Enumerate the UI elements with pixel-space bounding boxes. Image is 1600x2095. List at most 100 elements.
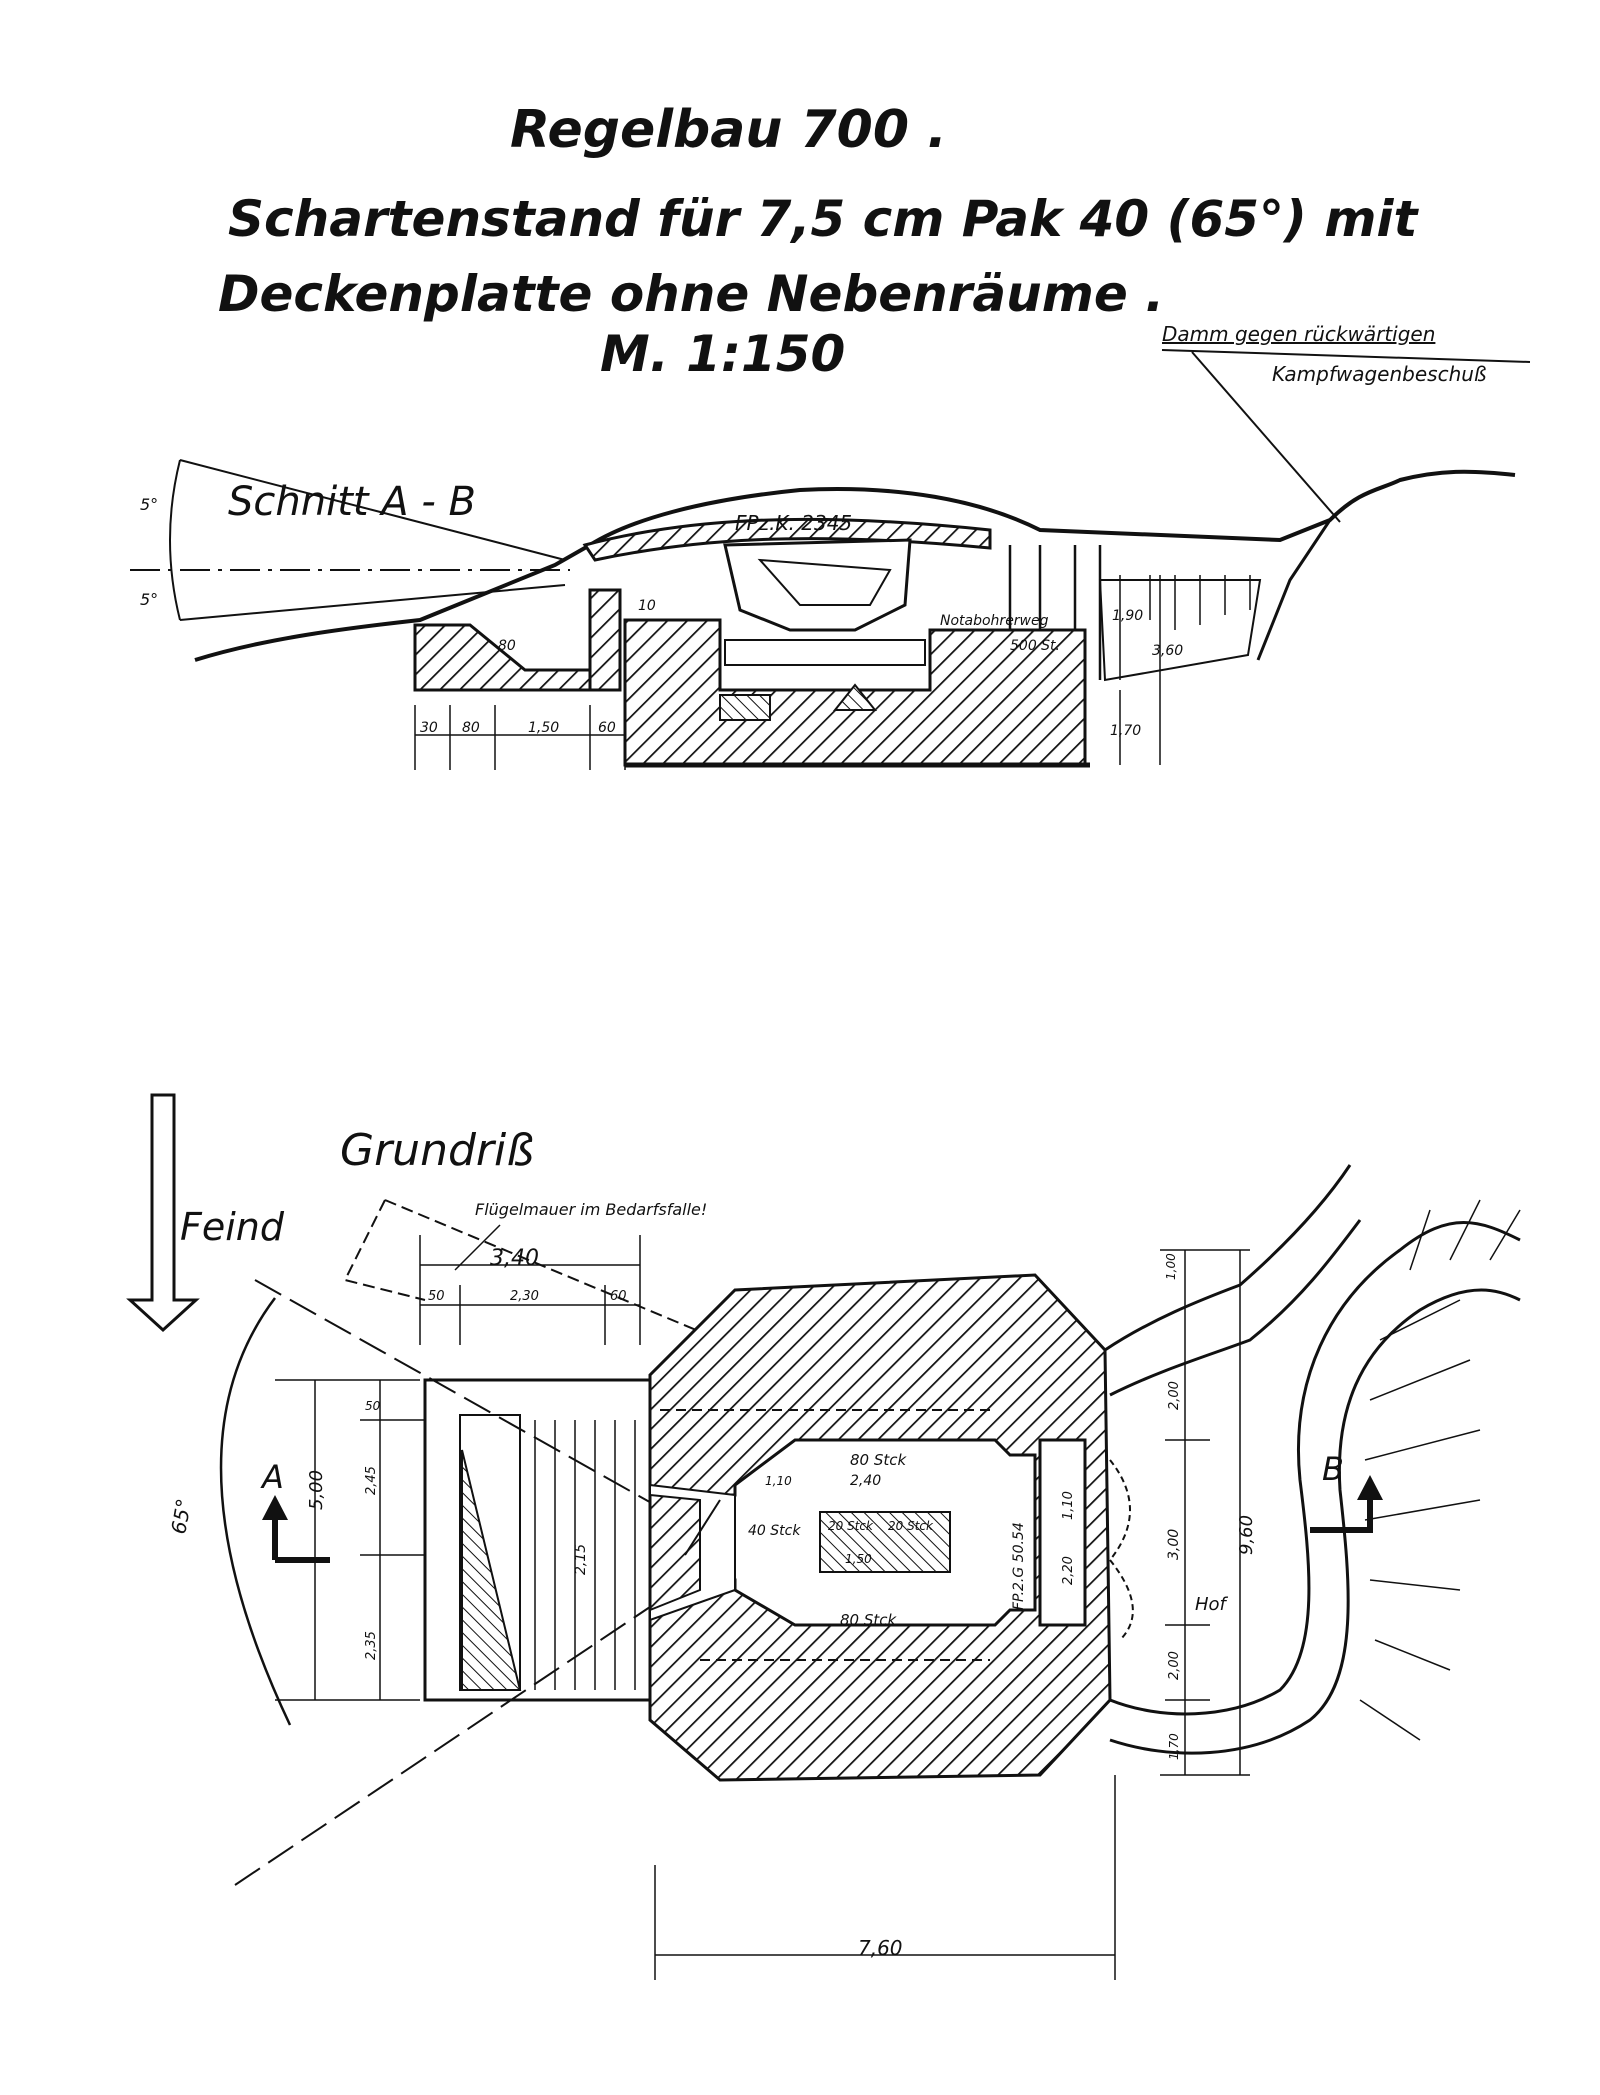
notbohr-label: Notabohrerweg [940, 613, 1049, 629]
marker-a: A [260, 1458, 284, 1496]
ammo-pile [832, 683, 878, 711]
section-dim-150: 1,50 [528, 720, 559, 736]
section-dim-360: 3,60 [1152, 643, 1183, 659]
section-dim-80b: 80 [498, 638, 516, 654]
trench-wall-outer-top [1104, 1164, 1352, 1352]
plan-dim-200-bot: 2,00 [1167, 1651, 1182, 1680]
front-foundation [413, 623, 592, 692]
door-swing-1 [1109, 1459, 1131, 1561]
stock-right: 20 Stck [828, 1519, 874, 1533]
rear-columns [1008, 545, 1102, 680]
plan-dim-50: 50 [428, 1289, 445, 1304]
embrasure-wall [588, 588, 622, 692]
plan-right-dims [1160, 1249, 1250, 1776]
plan-dim-50-left: 50 [365, 1399, 381, 1413]
note-underline [1161, 349, 1531, 363]
wing-wall-top [384, 1199, 721, 1341]
section-dimensions [414, 575, 1161, 770]
angle-top-label: 5° [140, 495, 158, 514]
fan-bottom [179, 584, 566, 621]
plan-view: Grundriß Feind 65° Flügelmauer im Bedarf… [126, 1093, 1521, 1980]
plan-dim-100: 1,00 [1164, 1253, 1178, 1280]
plan-dim-340: 3,40 [490, 1246, 539, 1271]
enemy-arrow [126, 1093, 200, 1333]
drawing-title: Regelbau 700 . [510, 100, 947, 160]
note-leader [1191, 351, 1341, 523]
section-dim-10: 10 [638, 598, 656, 614]
ammo-rack [719, 694, 771, 721]
plan-bottom-dim [654, 1775, 1116, 1980]
wing-wall-leader [454, 1224, 501, 1271]
rear-door [1038, 1438, 1087, 1627]
plan-left-dims [275, 1379, 425, 1701]
dam-note-2: Kampfwagenbeschuß [1272, 362, 1487, 386]
forecourt-slope [461, 1449, 522, 1691]
plan-dim-960: 9,60 [1236, 1515, 1257, 1555]
stock-mid: 40 Stck [748, 1523, 801, 1539]
plan-dim-200-top: 2,00 [1167, 1381, 1182, 1410]
drawing-scale: M. 1:150 [600, 325, 846, 383]
fan-top [179, 459, 566, 561]
section-dim-170: 1,70 [1110, 723, 1141, 739]
section-dim-60: 60 [598, 720, 616, 736]
door-dim-a: 1,10 [1061, 1491, 1076, 1520]
section-dim-80: 80 [462, 720, 480, 736]
trench-wall-inner-top [1109, 1219, 1362, 1397]
plan-top-dims [419, 1235, 641, 1345]
plan-dim-500: 5,00 [306, 1470, 327, 1510]
gun-barrel-housing [757, 558, 892, 606]
wing-wall-side [343, 1199, 426, 1301]
section-label: Schnitt A - B [228, 479, 476, 525]
plan-dim-230: 2,30 [510, 1289, 539, 1304]
fp-label: FP.2.G 50.54 [1011, 1522, 1027, 1610]
stock-bot: 80 Stck [840, 1611, 898, 1629]
marker-b: B [1322, 1450, 1344, 1488]
drawing-subtitle-1: Schartenstand für 7,5 cm Pak 40 (65°) mi… [228, 190, 1418, 248]
hof-label: Hof [1195, 1594, 1229, 1615]
plan-label: Grundriß [340, 1125, 534, 1176]
marker-b-head [1357, 1475, 1383, 1500]
dam-note-1: Damm gegen rückwärtigen [1162, 322, 1436, 346]
trench-wall-rear-outer [1109, 1288, 1521, 1755]
plan-dim-760: 7,60 [858, 1936, 903, 1960]
door-dim-b: 2,20 [1061, 1556, 1076, 1585]
plan-dim-60: 60 [610, 1289, 627, 1304]
slope-ticks [1359, 1199, 1521, 1741]
ammo-rack-plan [819, 1511, 951, 1573]
angle-bottom-label: 5° [140, 590, 158, 609]
plan-dim-300: 3,00 [1166, 1529, 1182, 1560]
section-view: 5° 5° Schnitt A - B FPz.K. 2345 Notabohr… [130, 349, 1531, 770]
forecourt-lines [534, 1420, 656, 1690]
plan-dim-245: 2,45 [364, 1466, 379, 1495]
section-dim-30: 30 [420, 720, 438, 736]
plan-dim-235: 2,35 [364, 1631, 379, 1660]
roof-outline-dashed [660, 1409, 990, 1661]
gun-shield [723, 538, 912, 632]
enemy-label: Feind [180, 1205, 285, 1249]
gun-carriage [724, 639, 926, 666]
dim-240: 2,40 [850, 1473, 881, 1489]
forecourt-dim: 2,15 [573, 1544, 589, 1575]
dim-150: 1,50 [845, 1552, 872, 1566]
terrain-line [194, 469, 1516, 662]
marker-a-head [262, 1495, 288, 1520]
drawing-subtitle-2: Deckenplatte ohne Nebenräume . [218, 265, 1165, 323]
dim-110: 1,10 [765, 1474, 792, 1488]
marker-b-arrow [1310, 1495, 1373, 1533]
stock-top: 80 Stck [850, 1451, 908, 1469]
fan-arc [169, 459, 181, 621]
fill-hatching [1149, 575, 1251, 630]
roof-slab [582, 517, 992, 562]
section-dim-190: 1,90 [1112, 608, 1143, 624]
dam-slope [1256, 519, 1332, 661]
trench-wall-rear [1109, 1221, 1521, 1716]
gun-axis [684, 1499, 721, 1556]
wing-wall-label: Flügelmauer im Bedarfsfalle! [475, 1200, 707, 1219]
embrasure-throat [649, 1483, 736, 1622]
angle-65-label: 65° [166, 1497, 196, 1536]
notbohr-sub: 500 St. [1010, 638, 1060, 654]
trench-profile [1098, 579, 1262, 682]
firing-arc [219, 1297, 292, 1726]
